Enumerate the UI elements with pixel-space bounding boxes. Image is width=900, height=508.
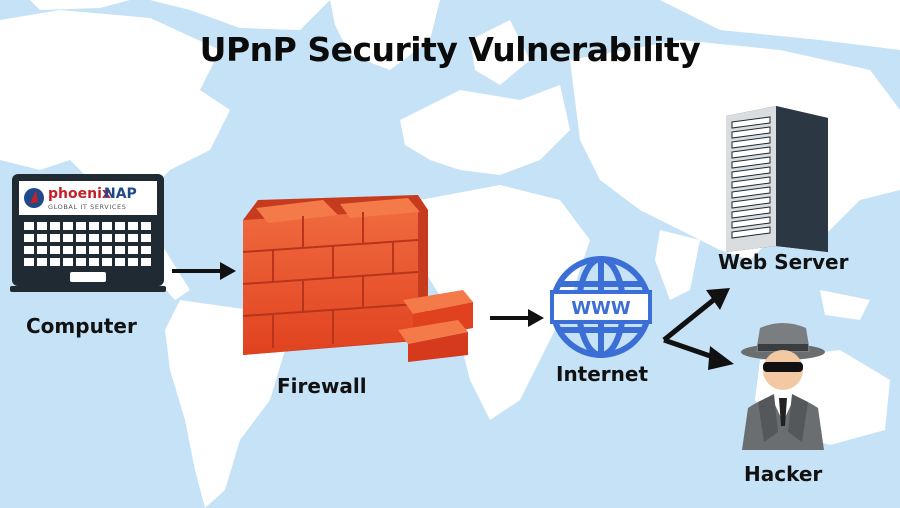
laptop-key (89, 246, 99, 254)
laptop-key (37, 222, 47, 230)
laptop-key (63, 246, 73, 254)
laptop-key (128, 246, 138, 254)
server-drive-slot (731, 176, 771, 189)
node-label-firewall: Firewall (277, 374, 367, 398)
node-label-internet: Internet (556, 362, 649, 386)
laptop-key (63, 234, 73, 242)
server-drive-slot (731, 216, 771, 229)
laptop-key (128, 258, 138, 266)
globe-icon: WWW (550, 256, 652, 358)
laptop-key (89, 222, 99, 230)
laptop-key (50, 258, 60, 266)
server-drive-slot (731, 186, 771, 199)
server-drive-slot (731, 146, 771, 159)
server-drive-slot (731, 116, 771, 129)
laptop-key (115, 222, 125, 230)
laptop-key (89, 234, 99, 242)
page-title: UPnP Security Vulnerability (199, 30, 701, 69)
brand-name-suffix: NAP (104, 186, 137, 202)
server-drive-slot (731, 156, 771, 169)
landmass-north-america (0, 10, 230, 200)
brand-tagline: GLOBAL IT SERVICES (48, 203, 126, 211)
laptop-key (50, 246, 60, 254)
arrow-computer-to-firewall (172, 262, 236, 280)
laptop-key (102, 258, 112, 266)
laptop-key (76, 222, 86, 230)
node-label-web-server: Web Server (718, 250, 849, 274)
laptop-key (89, 258, 99, 266)
laptop-key (102, 222, 112, 230)
web-server-icon (726, 106, 828, 252)
laptop-key (102, 246, 112, 254)
laptop-key (128, 234, 138, 242)
laptop-key (50, 222, 60, 230)
laptop-key (37, 234, 47, 242)
server-drive-slot (731, 136, 771, 149)
laptop-key (24, 246, 34, 254)
server-drive-slot (731, 166, 771, 179)
laptop-key (115, 258, 125, 266)
brand-name-prefix: phoenix (48, 186, 111, 202)
laptop-key (24, 222, 34, 230)
laptop-key (76, 234, 86, 242)
laptop-key (141, 258, 151, 266)
laptop-key (115, 234, 125, 242)
server-drive-slot (731, 126, 771, 139)
laptop-key (63, 258, 73, 266)
www-banner (550, 290, 652, 324)
laptop-key (50, 234, 60, 242)
laptop-key (128, 222, 138, 230)
landmass-europe (400, 85, 570, 175)
laptop-key (24, 234, 34, 242)
laptop-key (76, 246, 86, 254)
laptop-key (141, 246, 151, 254)
laptop-key (37, 246, 47, 254)
server-drive-slot (731, 206, 771, 219)
laptop-key (24, 258, 34, 266)
www-text: WWW (571, 298, 631, 319)
laptop-key (37, 258, 47, 266)
firewall-icon (242, 195, 473, 362)
laptop-icon: phoenix NAP GLOBAL IT SERVICES (10, 174, 166, 292)
arrow-internet-split (662, 288, 734, 370)
laptop-key (102, 234, 112, 242)
laptop-touchpad (70, 272, 106, 282)
laptop-key (115, 246, 125, 254)
server-drive-slot (731, 226, 771, 239)
laptop-key (141, 222, 151, 230)
laptop-key (141, 234, 151, 242)
node-label-computer: Computer (26, 314, 137, 338)
laptop-key (76, 258, 86, 266)
hacker-icon (741, 323, 825, 450)
server-drive-slot (731, 196, 771, 209)
node-label-hacker: Hacker (744, 462, 823, 486)
landmass-africa (410, 185, 590, 420)
laptop-key (63, 222, 73, 230)
laptop-keyboard (24, 222, 151, 266)
server-drive-slots (731, 116, 771, 239)
arrow-firewall-to-internet (490, 309, 544, 327)
